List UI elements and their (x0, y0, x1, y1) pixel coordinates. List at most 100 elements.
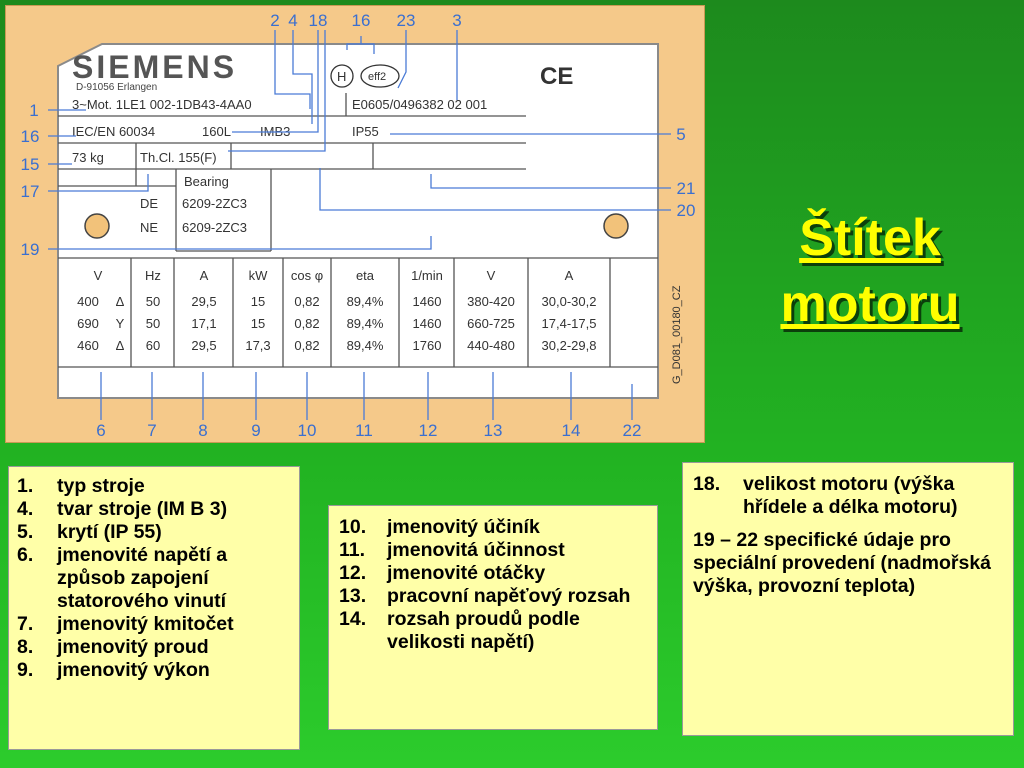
callout-left-16: 16 (21, 127, 40, 146)
callout-bottom-10: 10 (298, 421, 317, 440)
table-cell: 15 (251, 294, 265, 309)
legend-item-19-22: 19 – 22 specifické údaje pro speciální p… (693, 529, 1005, 598)
callout-top-3: 3 (452, 11, 461, 30)
legend-item-num: 6. (17, 544, 34, 566)
legend-item-text: jmenovité napětí a způsob zapojení stato… (57, 544, 228, 612)
legend-item-num: 13. (339, 585, 367, 607)
legend-item-text: krytí (IP 55) (57, 521, 162, 543)
legend-item-text: pracovní napěťový rozsah (387, 585, 631, 607)
table-header-cell: A (565, 268, 574, 283)
callout-bottom-11: 11 (355, 421, 373, 440)
table-cell: 1760 (413, 338, 442, 353)
table-cell: 460 (77, 338, 99, 353)
legend-item-num: 9. (17, 659, 34, 681)
table-header-cell: eta (356, 268, 375, 283)
table-cell: 15 (251, 316, 265, 331)
mounting-hole-left (84, 213, 110, 239)
nameplate-figure: SIEMENS D-91056 Erlangen 3~Mot. 1LE1 002… (5, 5, 705, 443)
bearing-ne-label: NE (140, 220, 158, 235)
legend-item: 1.typ stroje (17, 475, 299, 498)
table-cell: 60 (146, 338, 160, 353)
legend-item: 7.jmenovitý kmitočet (17, 613, 299, 636)
weight-text: 73 kg (72, 150, 104, 165)
legend-item-num: 4. (17, 498, 34, 520)
callout-bottom-12: 12 (419, 421, 438, 440)
legend-item-text: velikost motoru (výška hřídele a délka m… (743, 473, 958, 518)
legend-item-num: 12. (339, 562, 367, 584)
callout-bottom-13: 13 (484, 421, 503, 440)
table-cell: 380-420 (467, 294, 515, 309)
legend-item-num: 7. (17, 613, 34, 635)
legend-item-text: jmenovitý účiník (387, 516, 540, 538)
legend-item: 11.jmenovitá účinnost (339, 539, 657, 562)
motor-type-text: 3~Mot. 1LE1 002-1DB43-4AA0 (72, 97, 252, 112)
legend-item-text: typ stroje (57, 475, 145, 497)
legend-item: 9. jmenovitý výkon (17, 659, 299, 682)
legend-item-text: jmenovitý výkon (57, 659, 210, 681)
legend-item-text: jmenovitá účinnost (387, 539, 565, 561)
callout-lines (48, 30, 671, 420)
table-cell: 17,3 (245, 338, 270, 353)
table-cell: 89,4% (347, 294, 384, 309)
standard-text: IEC/EN 60034 (72, 124, 155, 139)
legend-item: 6. jmenovité napětí a způsob zapojení sta… (17, 544, 299, 613)
table-cell: 1460 (413, 316, 442, 331)
bearing-de-value: 6209-2ZC3 (182, 196, 247, 211)
table-cell: 17,1 (191, 316, 216, 331)
callout-bottom-8: 8 (198, 421, 207, 440)
nameplate-body (57, 43, 659, 399)
table-cell: 29,5 (191, 338, 216, 353)
legend-item: 10. jmenovitý účiník (339, 516, 657, 539)
mounting-hole-right (603, 213, 629, 239)
table-cell: 50 (146, 294, 160, 309)
table-cell: 89,4% (347, 338, 384, 353)
table-cell: 400 (77, 294, 99, 309)
table-header-cell: V (94, 268, 103, 283)
callout-bottom-9: 9 (251, 421, 260, 440)
table-cell: 50 (146, 316, 160, 331)
eff-mark: eff2 (368, 71, 386, 83)
callout-top-16: 16 (352, 11, 371, 30)
frame-size-text: 160L (202, 124, 231, 139)
legend-item-text: jmenovitý proud (57, 636, 209, 658)
callout-top-2: 2 (270, 11, 279, 30)
table-cell: 30,0-30,2 (542, 294, 597, 309)
callout-top-23: 23 (397, 11, 416, 30)
table-cell: 29,5 (191, 294, 216, 309)
bearing-de-label: DE (140, 196, 158, 211)
table-cell: 0,82 (294, 294, 319, 309)
table-cell: 440-480 (467, 338, 515, 353)
bearing-ne-value: 6209-2ZC3 (182, 220, 247, 235)
legend-item-num: 18. (693, 473, 721, 495)
callout-right-20: 20 (677, 201, 696, 220)
table-cell: 660-725 (467, 316, 515, 331)
table-header-cell: cos φ (291, 268, 323, 283)
legend-item-num: 5. (17, 521, 34, 543)
thermal-class-text: Th.Cl. 155(F) (140, 150, 217, 165)
table-header-cell: V (487, 268, 496, 283)
table-cell: 89,4% (347, 316, 384, 331)
legend-box-right: 18. velikost motoru (výška hřídele a dél… (682, 462, 1014, 736)
title-line-1: Štítek (799, 209, 941, 267)
table-cell: 1460 (413, 294, 442, 309)
legend-item: 13. pracovní napěťový rozsah (339, 585, 657, 608)
callout-left-1: 1 (29, 101, 38, 120)
bearing-label: Bearing (184, 174, 229, 189)
serial-text: E0605/0496382 02 001 (352, 97, 487, 112)
legend-item-num: 10. (339, 516, 367, 538)
h-mark-icon: H (337, 69, 346, 84)
table-header-cell: Hz (145, 268, 161, 283)
table-cell: 17,4-17,5 (542, 316, 597, 331)
table-cell: 0,82 (294, 338, 319, 353)
legend-item: 4.tvar stroje (IM B 3) (17, 498, 299, 521)
table-cell: Y (116, 316, 125, 331)
certification-marks: H eff2 CE (330, 63, 573, 90)
legend-item-text: rozsah proudů podle velikosti napětí) (387, 608, 580, 653)
table-header-cell: 1/min (411, 268, 443, 283)
legend-item-text: jmenovité otáčky (387, 562, 546, 584)
table-cell: 30,2-29,8 (542, 338, 597, 353)
side-code-text: G_D081_00180_CZ (671, 285, 683, 384)
callout-top-4: 4 (288, 11, 297, 30)
